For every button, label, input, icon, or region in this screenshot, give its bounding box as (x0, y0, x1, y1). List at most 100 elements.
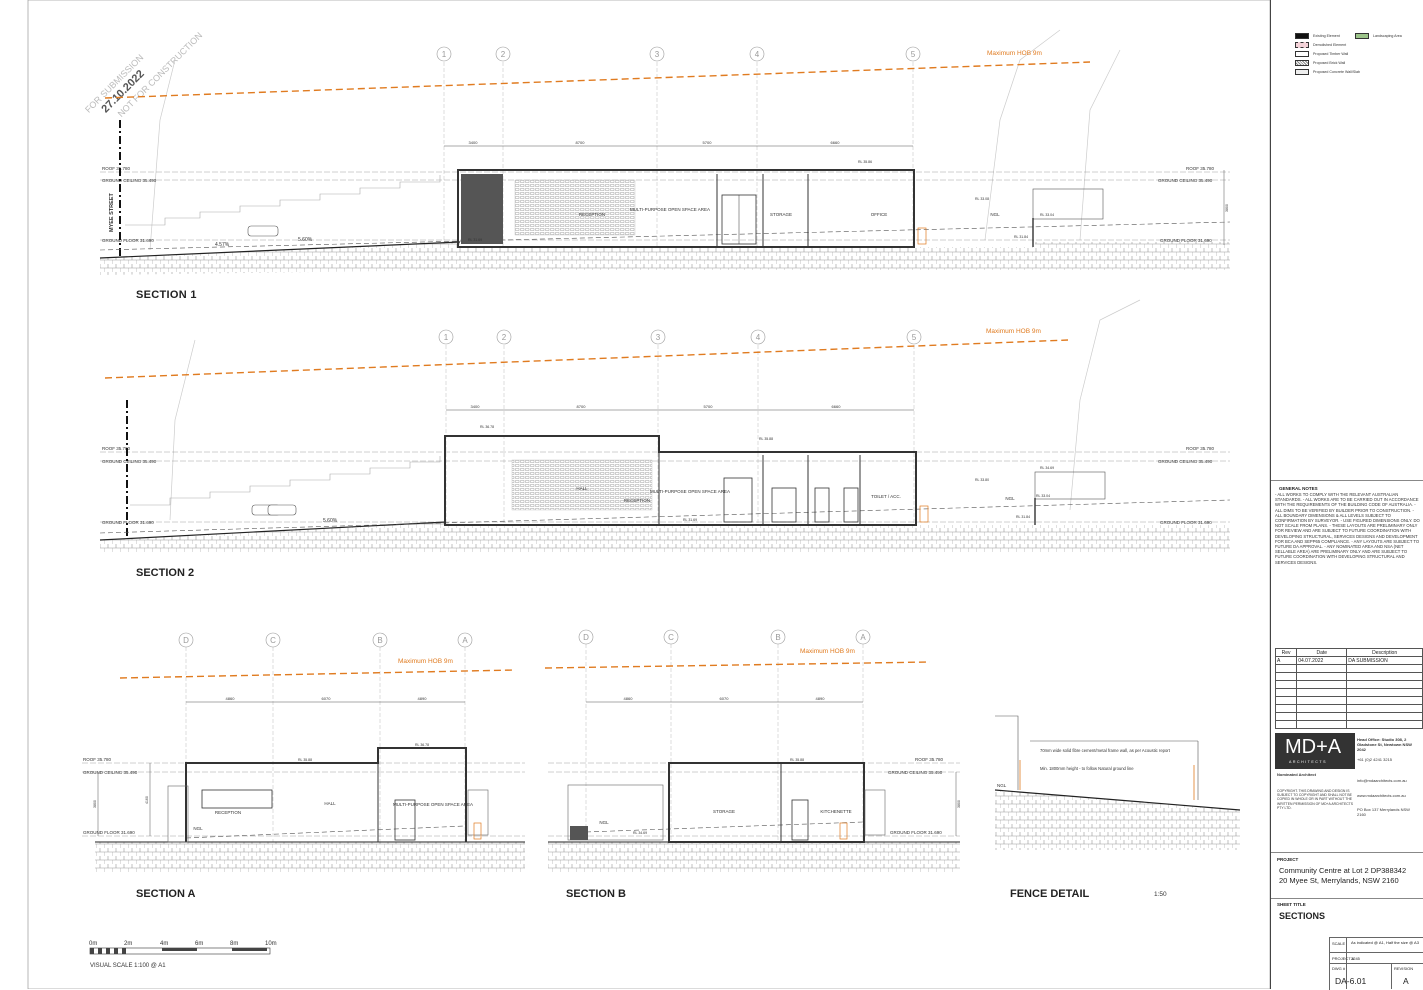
dim: 3800 (93, 800, 97, 808)
legend-item: Proposed Brick Wall (1295, 60, 1345, 66)
slope-label: 5.60% (298, 237, 313, 243)
dim: 8700 (577, 404, 587, 409)
website: www.mdaarchitects.com.au (1357, 793, 1406, 798)
dim: 3400 (471, 404, 481, 409)
section-1: 1 2 3 4 5 Maximum HOB 9m 3400 8700 5700 … (99, 29, 1231, 301)
level-label: ROOF 35.780 (1186, 166, 1215, 171)
legend-swatch (1295, 69, 1309, 75)
room-label: HALL (576, 486, 588, 491)
rl-label: RL 33.08 (975, 197, 989, 201)
rl-label: RL 33.04 (1036, 494, 1050, 498)
rl-label: RL 36.78 (480, 425, 494, 429)
scale-tick-label: 0m (89, 941, 97, 947)
room-label: TOILET / ACC. (871, 494, 901, 499)
dim: 5700 (704, 404, 714, 409)
room-label: KITCHENETTE (820, 809, 851, 814)
hob-line (544, 661, 931, 669)
nominated-architect: Nominated Architect (1277, 772, 1316, 777)
grid-label: 1 (442, 50, 447, 59)
dim: 8700 (576, 140, 586, 145)
dim: 6660 (831, 140, 841, 145)
slope-label: 5.60% (323, 518, 338, 524)
scale-caption: VISUAL SCALE 1:100 @ A1 (90, 963, 166, 969)
grid-label: 2 (501, 50, 506, 59)
rl-label: RL 35.88 (790, 758, 804, 762)
level-label: GROUND CEILING 35.490 (1158, 178, 1213, 183)
head-office: Head Office: Studio 308, 2 Gladstone St,… (1357, 737, 1412, 752)
level-label: ROOF 35.780 (915, 757, 944, 762)
room-label: MULTI-PURPOSE OPEN SPACE AREA (393, 802, 473, 807)
building-outline (457, 169, 915, 248)
street-label: MYEE STREET (109, 193, 115, 232)
rev-header: Description (1346, 648, 1423, 657)
section-title: FENCE DETAIL (1010, 888, 1090, 900)
level-label: ROOF 35.780 (1186, 446, 1215, 451)
section-title: SECTION 1 (136, 289, 197, 301)
legend-item: Existing Element (1295, 33, 1340, 39)
rev-header: Rev (1274, 648, 1298, 657)
grid-label: 4 (756, 333, 761, 342)
level-label: GROUND FLOOR 31.690 (83, 830, 135, 835)
rev-header: Date (1296, 648, 1348, 657)
slope-label: 4.57% (215, 242, 230, 248)
room-label: NGL (990, 212, 1000, 217)
dwg-label: DWG # (1332, 966, 1346, 971)
legend-item: Demolished Element (1295, 42, 1346, 48)
dwg-number: DA-6.01 (1335, 976, 1367, 986)
section-title: SECTION 2 (136, 567, 194, 579)
dim: 6660 (832, 404, 842, 409)
grid-label: 5 (911, 50, 916, 59)
room-label: MULTI-PURPOSE OPEN SPACE AREA (630, 207, 710, 212)
room-label: HALL (324, 801, 336, 806)
dim: 6070 (322, 696, 332, 701)
rl-label: RL 31.84 (1016, 515, 1030, 519)
legend-swatch (1295, 42, 1309, 48)
hob-line (119, 669, 516, 679)
legend-swatch (1295, 51, 1309, 57)
fence-note: Min. 1800mm height - to follow Natural g… (1040, 766, 1134, 771)
section-2: 1 2 3 4 5 Maximum HOB 9m 3400 8700 5700 … (99, 299, 1231, 579)
hob-line (104, 339, 1069, 379)
section-a: D C B A Maximum HOB 9m 4860 6070 4890 RO… (82, 632, 525, 900)
phone: +61 (0)2 4241 3215 (1357, 757, 1393, 762)
email: info@mdaarchitects.com.au (1357, 778, 1407, 783)
ngl-label: NGL (997, 783, 1007, 788)
rl-label: RL 31.84 (1014, 235, 1028, 239)
grid-label: D (583, 633, 589, 642)
dim: 4890 (418, 696, 428, 701)
project-number-label: PROJECT # (1332, 956, 1354, 961)
scale-tick-label: 6m (195, 941, 203, 947)
level-label: ROOF 35.780 (102, 446, 131, 451)
legend-swatch (1355, 33, 1369, 39)
dim: 3400 (469, 140, 479, 145)
level-label: ROOF 35.780 (102, 166, 131, 171)
room-label: RECEPTION (579, 212, 605, 217)
building-outline (668, 762, 865, 843)
hob-label: Maximum HOB 9m (800, 648, 855, 655)
rl-label: RL 36.78 (415, 743, 429, 747)
scale-label: SCALE (1332, 941, 1346, 946)
scale-bar: 0m 2m 4m 6m 8m 10m VISUAL SCALE 1:100 @ … (89, 941, 277, 969)
rl-label: RL 33.04 (1040, 213, 1054, 217)
scale-value: As indicated @ A1, Half the size @ A3 (1351, 940, 1419, 945)
dim: 3800 (1225, 204, 1229, 212)
level-label: GROUND FLOOR 31.690 (1160, 520, 1212, 525)
rev-cell: A (1274, 656, 1298, 665)
level-label: GROUND CEILING 35.490 (888, 770, 943, 775)
level-label: GROUND CEILING 35.490 (102, 459, 157, 464)
submission-stamp: FOR SUBMISSION 27.10.2022 NOT FOR CONSTR… (83, 30, 204, 119)
mail-address: PO Box 137 Merrylands NSW 2160 (1357, 807, 1410, 817)
fence-detail: 70mm wide solid fibre cement/metal frame… (994, 715, 1241, 900)
copyright: COPYRIGHT. THIS DRAWING AND DESIGN IS SU… (1277, 789, 1354, 810)
legend-swatch (1295, 33, 1309, 39)
title-block: Existing Element Landscaping Area Demoli… (1270, 0, 1423, 990)
hob-label: Maximum HOB 9m (986, 328, 1041, 335)
revision-label: REVISION (1394, 966, 1414, 971)
section-title: SECTION A (136, 888, 196, 900)
car-outline (247, 225, 279, 237)
legend-swatch (1295, 60, 1309, 66)
sheet-title-label: SHEET TITLE (1277, 902, 1306, 907)
grid-label: A (860, 633, 866, 642)
car-outline (267, 504, 297, 516)
rl-label: RL 35.88 (759, 437, 773, 441)
